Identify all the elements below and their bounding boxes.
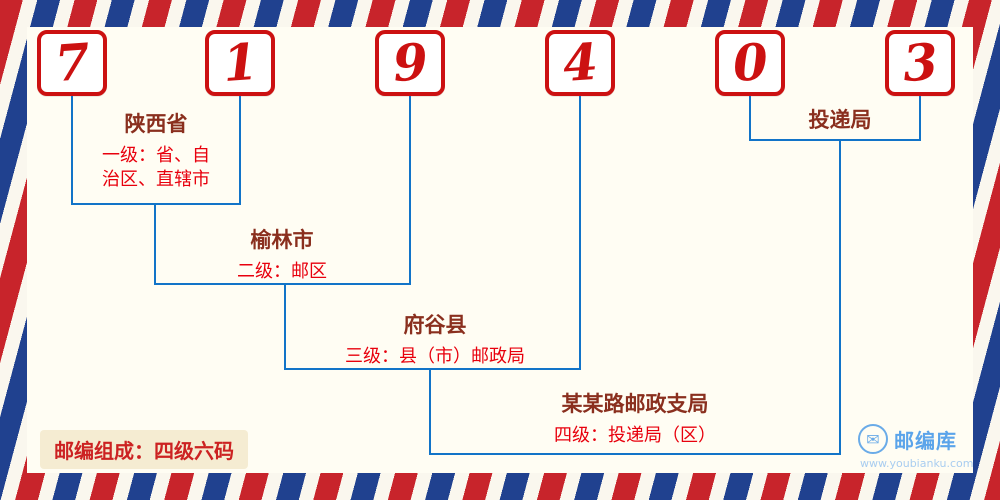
connector-line	[579, 96, 581, 370]
connector-line	[429, 369, 431, 455]
connector-line	[749, 96, 751, 140]
brand-name: 邮编库	[894, 428, 957, 453]
digit-box-1: 7	[37, 30, 107, 96]
level-1-label: 陕西省 一级：省、自治区、直辖市	[66, 112, 246, 193]
level-3-desc: 三级：县（市）邮政局	[345, 346, 525, 368]
connector-line	[71, 203, 241, 205]
digit-box-2: 1	[205, 30, 275, 96]
digit-box-4: 4	[545, 30, 615, 96]
delivery-office-name: 投递局	[808, 108, 872, 132]
connector-line	[284, 368, 581, 370]
digit-5: 0	[730, 31, 770, 94]
connector-line	[239, 96, 241, 205]
level-4-name: 某某路邮政支局	[561, 392, 709, 416]
digit-2: 1	[220, 31, 260, 94]
level-3-label: 府谷县 三级：县（市）邮政局	[320, 313, 550, 369]
brand-url[interactable]: www.youbianku.com	[860, 457, 974, 470]
envelope-icon: ✉	[858, 424, 888, 454]
connector-line	[409, 96, 411, 285]
digit-1: 7	[52, 31, 92, 94]
level-2-label: 榆林市 二级：邮区	[192, 228, 372, 284]
level-2-name: 榆林市	[250, 228, 314, 252]
digit-box-3: 9	[375, 30, 445, 96]
digit-box-6: 3	[885, 30, 955, 96]
connector-line	[71, 96, 73, 205]
digit-3: 9	[390, 31, 430, 94]
level-4-desc: 四级：投递局（区）	[554, 425, 716, 447]
connector-line	[429, 453, 841, 455]
delivery-office-label: 投递局	[755, 108, 925, 133]
connector-line	[919, 96, 921, 140]
digit-6: 3	[900, 31, 940, 94]
youbianku-logo[interactable]: ✉ 邮编库 www.youbianku.com	[858, 424, 988, 470]
level-3-name: 府谷县	[403, 313, 467, 337]
composition-note: 邮编组成：四级六码	[40, 430, 248, 469]
connector-line	[839, 140, 841, 455]
airmail-border-inner-area	[27, 27, 973, 473]
connector-line	[284, 284, 286, 370]
connector-line	[154, 204, 156, 285]
digit-4: 4	[560, 31, 600, 94]
level-4-label: 某某路邮政支局 四级：投递局（区）	[505, 392, 765, 448]
digit-box-5: 0	[715, 30, 785, 96]
connector-line	[154, 283, 411, 285]
connector-line	[749, 139, 921, 141]
level-2-desc: 二级：邮区	[237, 261, 327, 283]
level-1-desc: 一级：省、自治区、直辖市	[102, 145, 210, 191]
level-1-name: 陕西省	[124, 112, 188, 136]
